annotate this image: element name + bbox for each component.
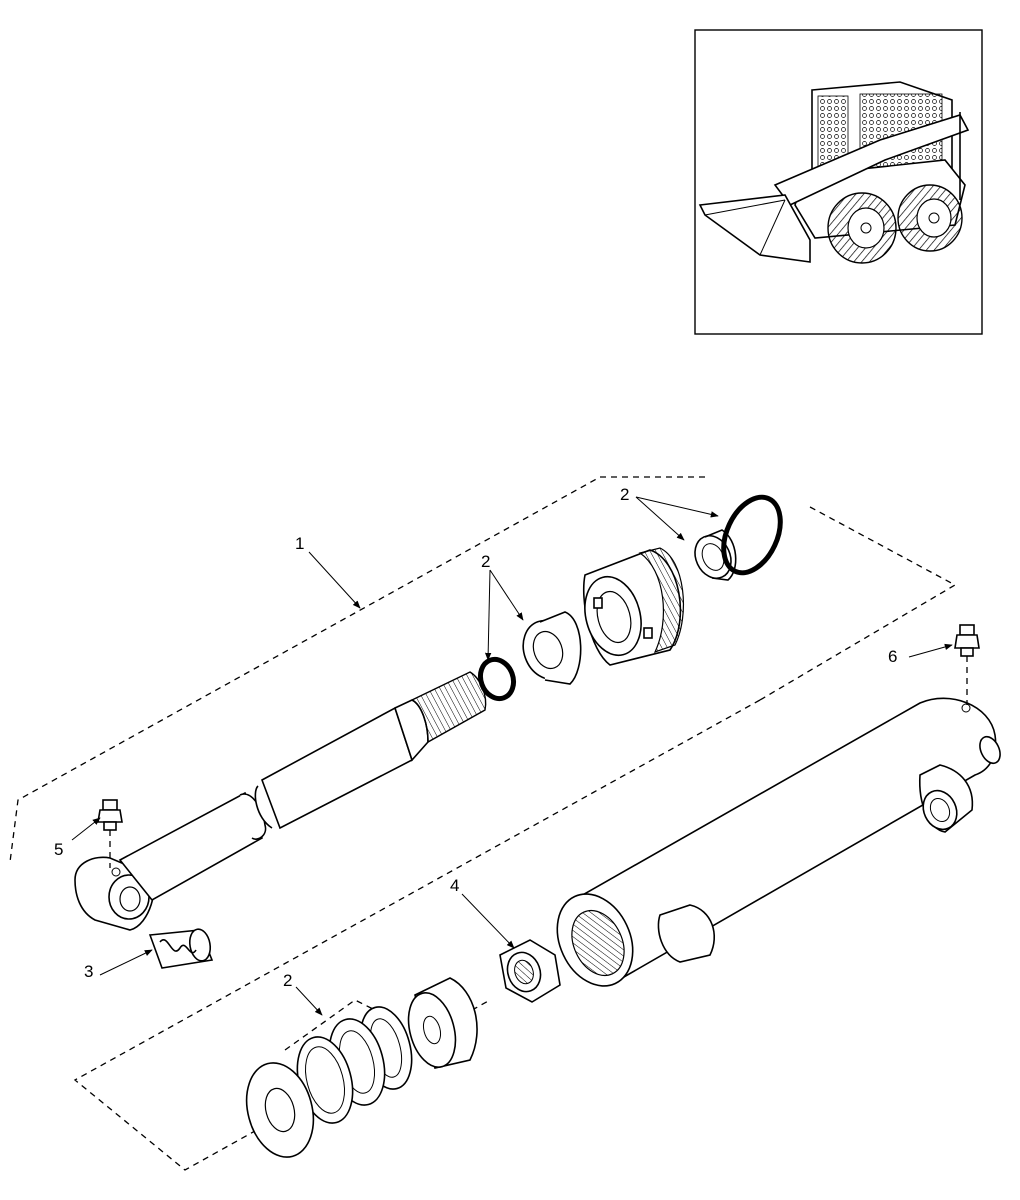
- leader-lines: [71, 496, 953, 1016]
- callout-4: 4: [450, 876, 459, 895]
- o-ring-large: [721, 494, 783, 576]
- grease-fitting-6: [954, 624, 980, 705]
- piston-end-ring: [245, 1062, 315, 1158]
- lock-nut: [499, 939, 561, 1003]
- wear-ring: [522, 611, 582, 685]
- wiper-seal: [694, 529, 737, 581]
- cylinder-gland: [582, 547, 685, 666]
- piston-rod: [74, 671, 487, 931]
- callout-3: 3: [84, 962, 93, 981]
- callout-2-gland-seals: 2: [620, 485, 629, 504]
- cylinder-barrel: [556, 697, 1001, 987]
- piston-seal-set: [245, 977, 478, 1158]
- callout-labels: 1 2 2 2 3 4 5 6: [54, 485, 897, 990]
- callout-2-rod-seals: 2: [481, 552, 490, 571]
- callout-6: 6: [888, 647, 897, 666]
- wheel-rear: [897, 184, 963, 252]
- callout-2-piston-seals: 2: [283, 971, 292, 990]
- skid-steer-loader-illustration: [698, 81, 970, 264]
- callout-5: 5: [54, 840, 63, 859]
- locator-inset: [694, 29, 983, 335]
- wheel-front: [827, 192, 897, 264]
- piston: [407, 977, 478, 1069]
- callout-1: 1: [295, 534, 304, 553]
- bushing: [148, 928, 214, 969]
